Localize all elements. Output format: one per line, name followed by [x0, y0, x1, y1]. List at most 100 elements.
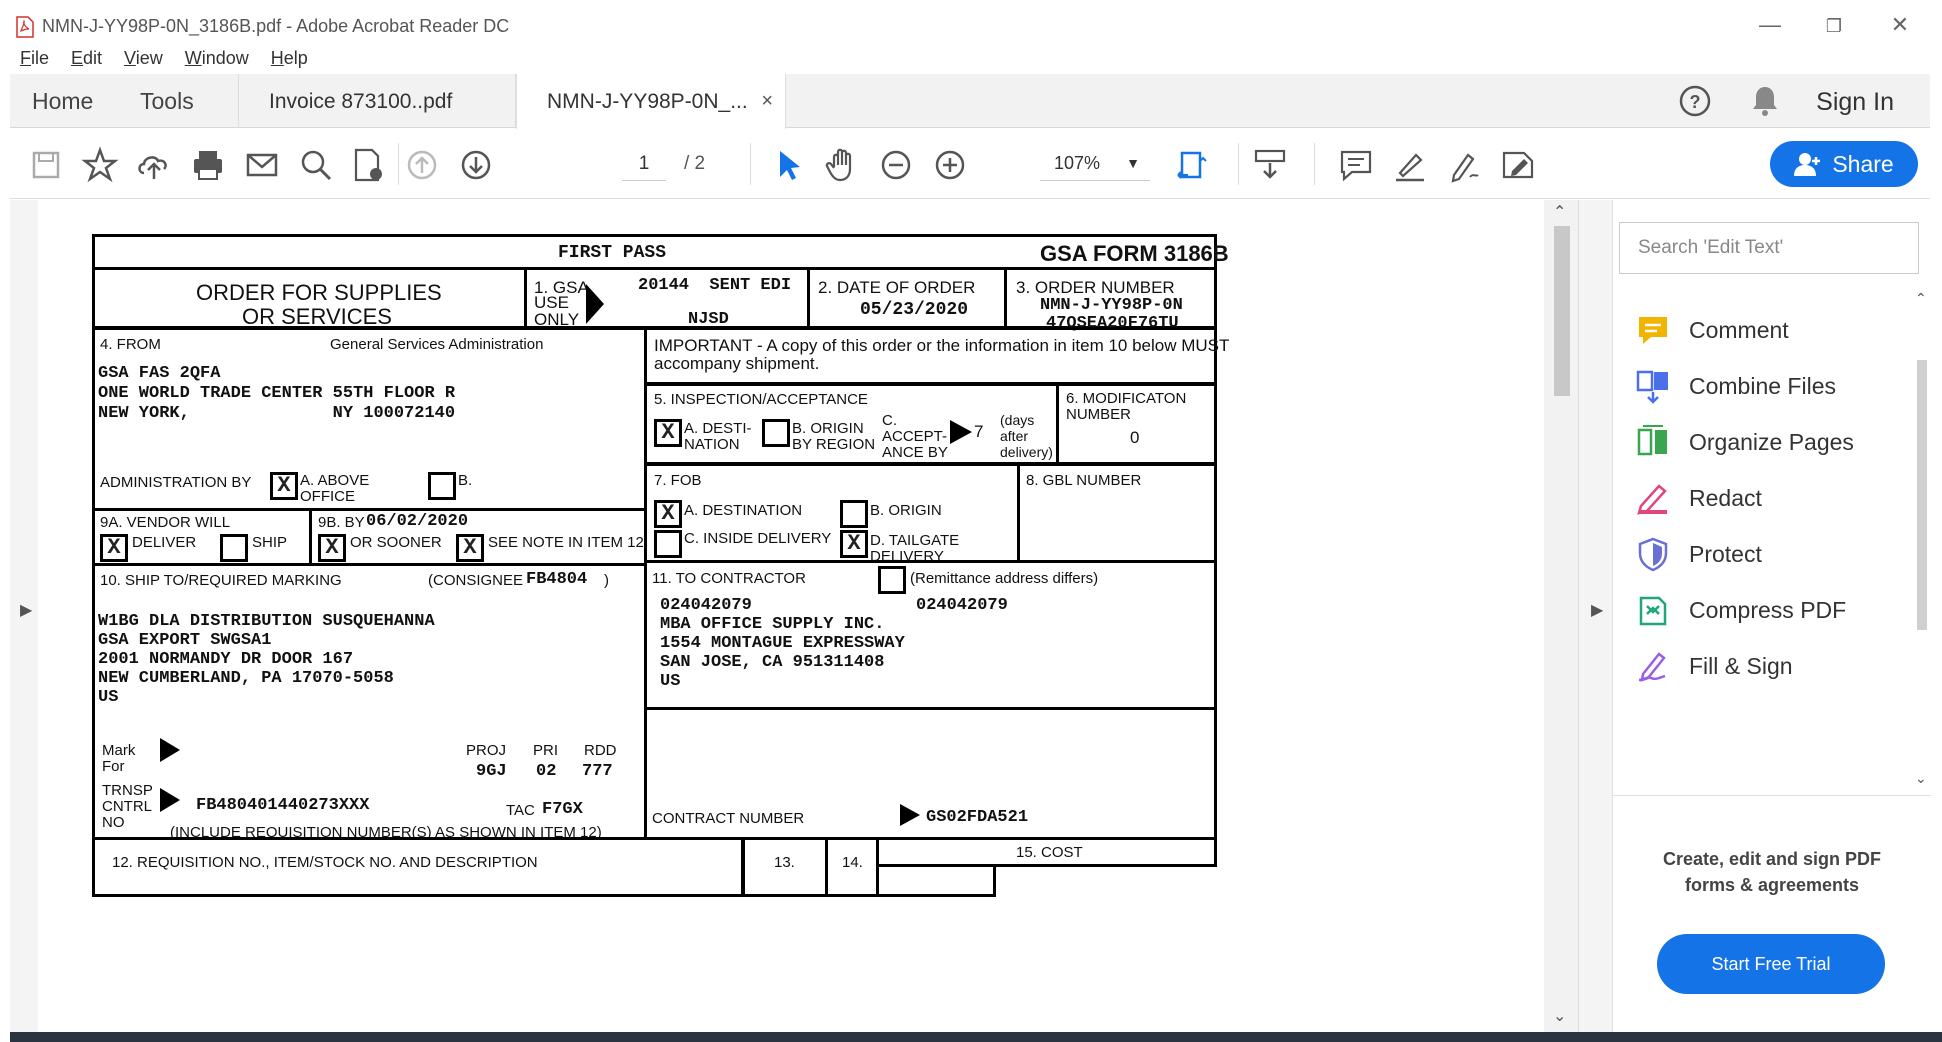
scroll-mode-icon[interactable] [1250, 145, 1290, 185]
vendor-ship-checkbox[interactable] [220, 534, 248, 562]
promo-text: Create, edit and sign PDF forms & agreem… [1633, 846, 1911, 898]
cost-label: 15. COST [1016, 844, 1083, 861]
page-fit-icon[interactable] [1174, 145, 1214, 185]
title-bar: NMN-J-YY98P-0N_3186B.pdf - Adobe Acrobat… [0, 0, 1942, 56]
or-sooner-checkbox[interactable]: X [318, 534, 346, 562]
right-pane-toggle[interactable]: ▶ [1578, 200, 1612, 1032]
from-agency: General Services Administration [330, 336, 544, 353]
notifications-bell-icon[interactable] [1750, 84, 1780, 118]
menu-window[interactable]: Window [184, 48, 249, 68]
admin-b-label: B. [458, 472, 473, 489]
admin-above-office-checkbox[interactable]: X [270, 472, 298, 500]
contractor-address-line: 1554 MONTAGUE EXPRESSWAY [660, 634, 905, 653]
tab-tools[interactable]: Tools [140, 88, 194, 114]
or-sooner-label: OR SOONER [350, 534, 442, 551]
document-scrollbar[interactable]: ⌃ ⌄ [1544, 200, 1578, 1032]
tool-organize-pages[interactable]: Organize Pages [1635, 422, 1854, 462]
scroll-down-icon[interactable]: ⌄ [1915, 770, 1927, 786]
fob-tailgate-checkbox[interactable]: X [840, 530, 868, 558]
sign-in-link[interactable]: Sign In [1816, 88, 1894, 116]
close-icon[interactable]: ✕ [1890, 12, 1910, 37]
zoom-out-icon[interactable] [876, 145, 916, 185]
mark-for-label: For [102, 758, 125, 775]
tool-protect[interactable]: Protect [1635, 534, 1762, 574]
share-button[interactable]: Share [1770, 141, 1918, 187]
search-icon[interactable] [296, 145, 336, 185]
menu-edit[interactable]: Edit [71, 48, 103, 68]
tool-comment[interactable]: Comment [1635, 310, 1789, 350]
gsa-use-value: NJSD [688, 310, 729, 329]
draw-sign-icon[interactable] [1444, 145, 1484, 185]
edit-text-icon[interactable] [348, 145, 388, 185]
help-icon[interactable]: ? [1678, 84, 1712, 118]
bookmark-star-icon[interactable] [80, 145, 120, 185]
print-icon[interactable] [188, 145, 228, 185]
pri-label: PRI [533, 742, 559, 759]
tool-compress-pdf[interactable]: Compress PDF [1635, 590, 1846, 630]
previous-page-icon[interactable] [402, 145, 442, 185]
insp-a-label: NATION [684, 436, 740, 453]
admin-b-checkbox[interactable] [428, 472, 456, 500]
insp-c-label: ACCEPT- [882, 428, 948, 445]
rdd-label: RDD [584, 742, 617, 759]
tool-label: Redact [1689, 484, 1762, 511]
menu-help[interactable]: Help [270, 48, 308, 68]
tab-invoice-document[interactable]: Invoice 873100..pdf [238, 74, 516, 128]
contract-number-value: GS02FDA521 [926, 808, 1029, 827]
scrollbar-thumb[interactable] [1917, 360, 1927, 630]
remittance-differs-checkbox[interactable] [878, 566, 906, 594]
insp-c-label: C. [882, 412, 897, 429]
tools-pane: Search 'Edit Text' Comment Combine Files… [1612, 200, 1931, 1032]
vendor-ship-label: SHIP [252, 534, 288, 551]
tools-search-input[interactable]: Search 'Edit Text' [1619, 222, 1919, 274]
insp-b-label: BY REGION [792, 436, 876, 453]
tab-gsa-form-document[interactable]: NMN-J-YY98P-0N_... × [516, 74, 786, 129]
comment-icon[interactable] [1336, 145, 1376, 185]
page-number-input[interactable]: 1 [622, 147, 666, 181]
inspection-origin-checkbox[interactable] [762, 419, 790, 447]
see-note-checkbox[interactable]: X [456, 534, 484, 562]
promo-line: forms & agreements [1684, 875, 1860, 895]
next-page-icon[interactable] [456, 145, 496, 185]
scroll-up-icon[interactable]: ⌃ [1553, 204, 1567, 221]
acceptance-days-value: 7 [974, 422, 984, 441]
menu-bar: File Edit View Window Help [0, 48, 308, 76]
inspection-destination-checkbox[interactable]: X [654, 419, 682, 447]
rdd-value: 777 [582, 762, 613, 781]
zoom-in-icon[interactable] [930, 145, 970, 185]
fob-destination-checkbox[interactable]: X [654, 500, 682, 528]
highlight-pen-icon[interactable] [1390, 145, 1430, 185]
tools-scrollbar[interactable]: ⌃ ⌄ [1913, 290, 1931, 790]
tab-close-icon[interactable]: × [761, 90, 773, 112]
tool-fill-sign[interactable]: Fill & Sign [1635, 646, 1793, 686]
email-icon[interactable] [242, 145, 282, 185]
minimize-icon[interactable]: — [1759, 12, 1781, 37]
select-cursor-icon[interactable] [768, 145, 808, 185]
tool-redact[interactable]: Redact [1635, 478, 1762, 518]
column-14-label: 14. [842, 854, 863, 871]
scroll-down-icon[interactable]: ⌄ [1553, 1008, 1567, 1025]
menu-view[interactable]: View [124, 48, 163, 68]
vendor-deliver-checkbox[interactable]: X [100, 534, 128, 562]
start-free-trial-button[interactable]: Start Free Trial [1657, 934, 1885, 994]
scrollbar-thumb[interactable] [1554, 226, 1570, 396]
tab-label: NMN-J-YY98P-0N_... [547, 90, 748, 113]
tab-home[interactable]: Home [32, 88, 94, 114]
hand-tool-icon[interactable] [822, 145, 862, 185]
restore-icon[interactable]: ❐ [1825, 16, 1843, 36]
menu-file[interactable]: File [20, 48, 50, 68]
zoom-select[interactable]: 107% ▼ [1040, 147, 1150, 181]
scroll-up-icon[interactable]: ⌃ [1915, 290, 1927, 306]
upload-cloud-icon[interactable] [134, 145, 174, 185]
arrow-marker-icon [586, 284, 604, 324]
document-viewport[interactable]: ▶ FIRST PASS GSA FORM 3186B ORDER FOR SU… [10, 200, 1578, 1032]
fob-inside-delivery-checkbox[interactable] [654, 530, 682, 558]
contractor-address-line: SAN JOSE, CA 951311408 [660, 653, 885, 672]
send-for-signature-icon[interactable] [1498, 145, 1538, 185]
form-title-line2: OR SERVICES [242, 304, 392, 329]
ship-to-label: 10. SHIP TO/REQUIRED MARKING [100, 572, 342, 589]
tool-combine-files[interactable]: Combine Files [1635, 366, 1836, 406]
fob-origin-checkbox[interactable] [840, 500, 868, 528]
save-icon[interactable] [26, 145, 66, 185]
form-title-line1: ORDER FOR SUPPLIES [196, 280, 442, 305]
